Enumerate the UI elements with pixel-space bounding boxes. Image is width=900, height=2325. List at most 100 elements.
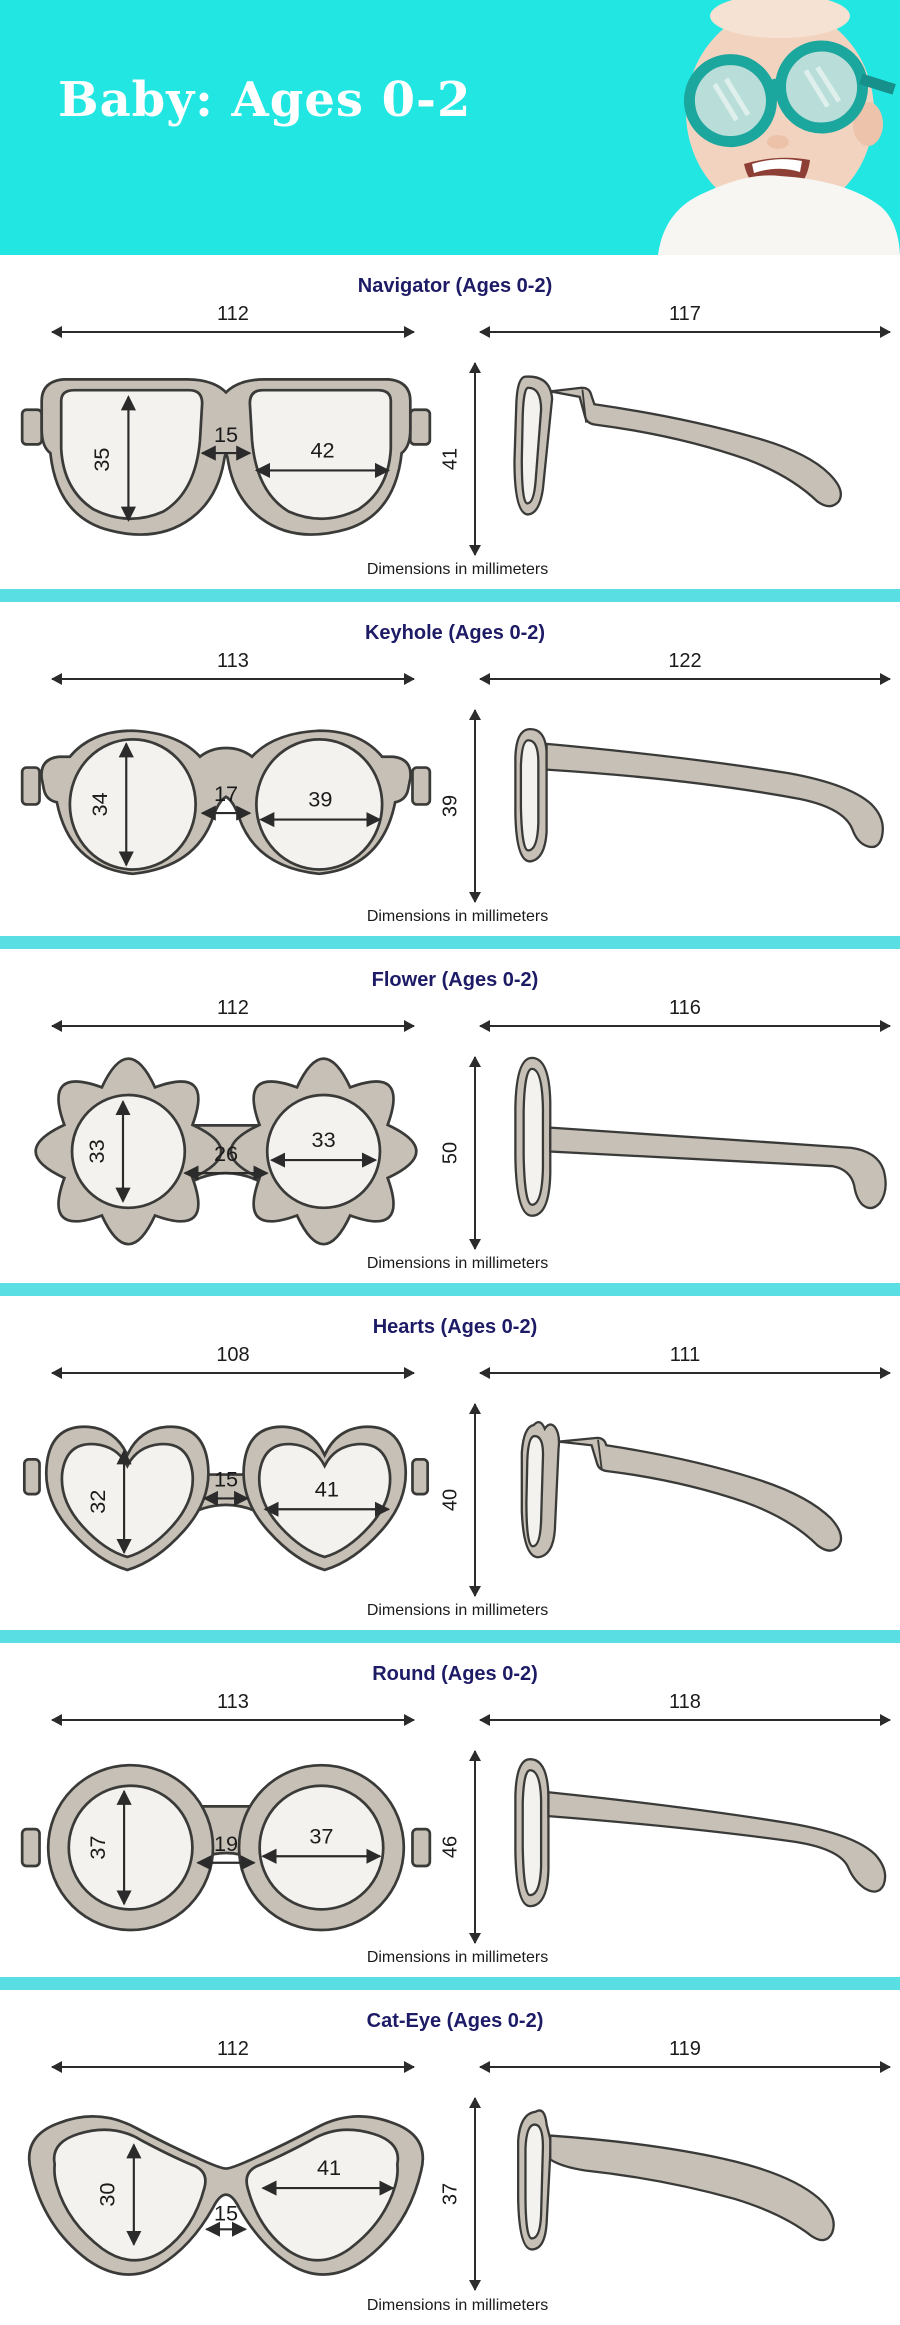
section-flower: Flower (Ages 0-2) 112 116 33 26 33 50 Di…	[0, 949, 900, 1283]
baby-sunglasses-icon	[683, 40, 896, 148]
side-view-cat-eye	[516, 2109, 835, 2251]
page-title: Baby: Ages 0-2	[58, 72, 472, 128]
frame-height-dimension: 41	[440, 362, 484, 556]
frame-height-dimension: 39	[440, 709, 484, 903]
dimension-arrow	[51, 673, 415, 685]
section-keyhole: Keyhole (Ages 0-2) 113 122 34 17 39 39 D…	[0, 602, 900, 936]
lens-width-value: 37	[309, 1823, 333, 1848]
frame-height-value: 50	[439, 1141, 462, 1165]
front-width-value: 113	[217, 1691, 249, 1713]
temple-length-value: 119	[669, 2038, 701, 2060]
temple-length-dimension: 122	[479, 650, 891, 686]
bridge-value: 15	[214, 1466, 238, 1491]
teal-divider	[0, 1283, 900, 1296]
dimension-arrow	[479, 326, 891, 338]
dimension-arrow	[51, 326, 415, 338]
section-title: Keyhole (Ages 0-2)	[364, 622, 546, 644]
front-view-navigator: 35 15 42	[20, 378, 432, 536]
side-view-flower	[514, 1056, 887, 1217]
bridge-value: 15	[214, 2201, 238, 2226]
frame-height-dimension: 40	[440, 1403, 484, 1597]
lens-width-value: 41	[317, 2155, 341, 2180]
teal-divider	[0, 589, 900, 602]
units-note: Dimensions in millimeters	[366, 1949, 549, 1966]
dimension-arrow	[469, 1056, 481, 1250]
lens-height-value: 37	[85, 1836, 110, 1860]
dimension-arrow	[479, 1714, 891, 1726]
bridge-value: 26	[214, 1141, 238, 1166]
front-view-flower: 33 26 33	[34, 1057, 418, 1246]
section-round: Round (Ages 0-2) 113 118 37 19 37 46 Dim…	[0, 1643, 900, 1977]
front-width-dimension: 113	[51, 1691, 415, 1727]
dimension-arrow	[479, 673, 891, 685]
dimension-arrow	[479, 2061, 891, 2073]
lens-height-value: 34	[87, 792, 112, 816]
section-title: Cat-Eye (Ages 0-2)	[366, 2010, 544, 2032]
frame-height-dimension: 46	[440, 1750, 484, 1944]
section-title: Hearts (Ages 0-2)	[372, 1316, 538, 1338]
dimension-arrow	[469, 362, 481, 556]
front-width-value: 113	[217, 650, 249, 672]
front-width-dimension: 112	[51, 2038, 415, 2074]
dimension-arrow	[469, 709, 481, 903]
front-view-round: 37 19 37	[20, 1763, 432, 1932]
lens-height-value: 35	[89, 448, 114, 472]
baby-photo	[658, 0, 900, 255]
bridge-value: 19	[214, 1831, 238, 1856]
units-note: Dimensions in millimeters	[366, 2297, 549, 2314]
dimension-arrow	[469, 2097, 481, 2291]
lens-width-value: 33	[312, 1127, 336, 1152]
temple-length-dimension: 119	[479, 2038, 891, 2074]
section-title: Round (Ages 0-2)	[372, 1663, 538, 1685]
section-title: Flower (Ages 0-2)	[371, 969, 539, 991]
units-note: Dimensions in millimeters	[366, 1602, 549, 1619]
front-width-value: 108	[216, 1344, 250, 1366]
side-view-round	[514, 1758, 887, 1908]
units-note: Dimensions in millimeters	[366, 561, 549, 578]
frame-height-value: 39	[439, 794, 462, 818]
dimension-arrow	[51, 1367, 415, 1379]
dimension-arrow	[469, 1403, 481, 1597]
front-view-cat-eye: 30 15 41	[27, 2115, 425, 2276]
frame-height-value: 41	[439, 447, 462, 471]
temple-length-dimension: 117	[479, 303, 891, 339]
lens-width-value: 42	[310, 437, 334, 462]
dimension-arrow	[469, 1750, 481, 1944]
side-view-keyhole	[514, 728, 884, 863]
temple-length-dimension: 118	[479, 1691, 891, 1727]
front-view-keyhole: 34 17 39	[20, 729, 432, 876]
front-width-dimension: 108	[51, 1344, 415, 1380]
section-title: Navigator (Ages 0-2)	[357, 275, 553, 297]
front-view-hearts: 32 15 41	[22, 1425, 430, 1572]
units-note: Dimensions in millimeters	[366, 1255, 549, 1272]
temple-length-value: 118	[669, 1691, 701, 1713]
teal-divider	[0, 936, 900, 949]
dimension-arrow	[479, 1367, 891, 1379]
temple-length-value: 111	[669, 1344, 701, 1366]
frame-height-value: 37	[439, 2182, 462, 2206]
teal-divider	[0, 1630, 900, 1643]
bridge-value: 15	[214, 422, 238, 447]
lens-height-value: 30	[95, 2183, 120, 2207]
dimension-arrow	[51, 1020, 415, 1032]
front-width-dimension: 112	[51, 303, 415, 339]
temple-length-value: 117	[669, 303, 701, 325]
temple-length-dimension: 111	[479, 1344, 891, 1380]
dimension-arrow	[51, 2061, 415, 2073]
front-width-dimension: 112	[51, 997, 415, 1033]
side-view-navigator	[513, 375, 842, 516]
dimension-arrow	[479, 1020, 891, 1032]
dimension-arrow	[51, 1714, 415, 1726]
temple-length-value: 122	[668, 650, 702, 672]
front-width-dimension: 113	[51, 650, 415, 686]
teal-divider	[0, 1977, 900, 1990]
frame-height-dimension: 37	[440, 2097, 484, 2291]
bridge-value: 17	[214, 781, 238, 806]
lens-height-value: 32	[85, 1490, 110, 1514]
lens-width-value: 41	[315, 1476, 339, 1501]
frame-height-dimension: 50	[440, 1056, 484, 1250]
lens-height-value: 33	[84, 1139, 109, 1163]
side-view-hearts	[520, 1420, 843, 1559]
page-header: Baby: Ages 0-2	[0, 0, 900, 255]
front-width-value: 112	[217, 303, 249, 325]
